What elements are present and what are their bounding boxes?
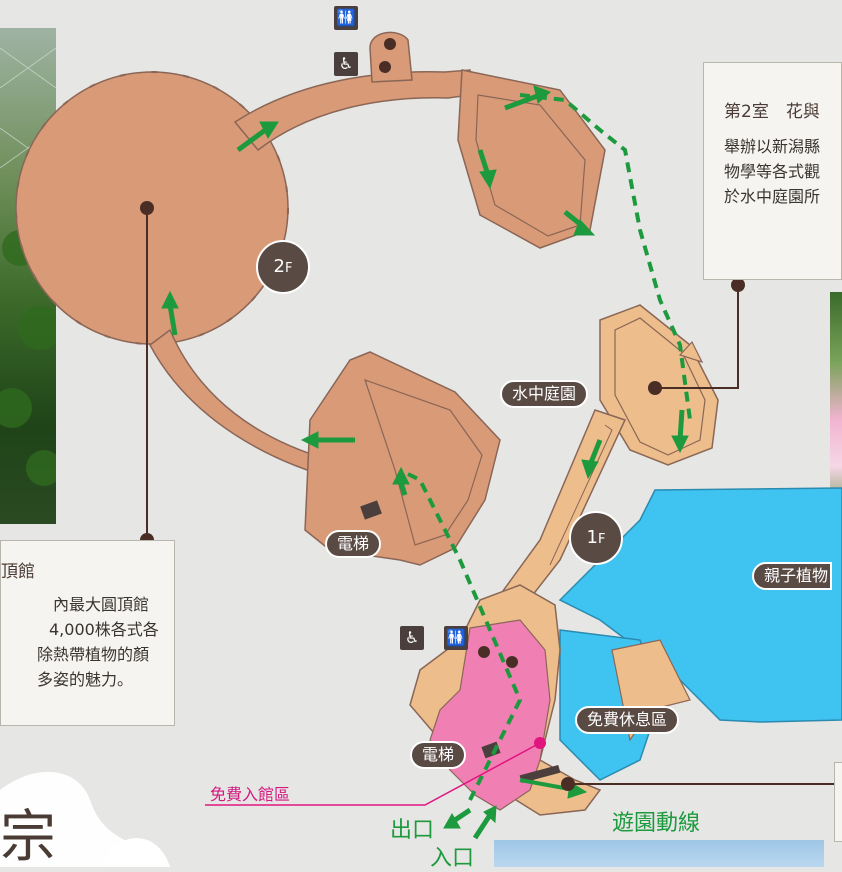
pin-dome bbox=[140, 201, 154, 215]
room2-line-3: 於水中庭園所 bbox=[724, 187, 821, 206]
room2-info-box: 第2室 花與 舉辦以新潟縣 物學等各式觀 於水中庭園所 bbox=[703, 62, 842, 280]
rest-area-info-box bbox=[834, 762, 842, 842]
corridor-2f-upper bbox=[233, 69, 471, 152]
pin-rest-area bbox=[561, 777, 575, 791]
free-entry-leader bbox=[205, 742, 541, 806]
room2-title: 第2室 花與 bbox=[724, 102, 820, 122]
elevator-icon-upper bbox=[360, 500, 382, 520]
restroom-icon: 🚻 bbox=[444, 626, 468, 650]
free-rest-area-label[interactable]: 免費休息區 bbox=[575, 706, 680, 734]
free-entry-zone-label: 免費入館區 bbox=[210, 785, 291, 804]
elevator-label-upper[interactable]: 電梯 bbox=[325, 530, 382, 558]
pin-room2-box bbox=[731, 278, 745, 292]
route-label: 遊園動線 bbox=[612, 811, 701, 836]
floor-1f-suffix: F bbox=[597, 532, 606, 547]
pin-leaders bbox=[146, 208, 842, 785]
dome-line-1: 內最大圓頂館 bbox=[53, 595, 150, 614]
wheelchair-icon: ♿ bbox=[334, 52, 358, 76]
family-plant-label[interactable]: 親子植物 bbox=[752, 562, 833, 590]
flower-photo bbox=[830, 292, 842, 524]
building-photo bbox=[494, 840, 824, 867]
dome-line-3: 除熱帶植物的顏 bbox=[37, 645, 150, 664]
dome-title: 頂館 bbox=[1, 562, 35, 582]
entrance-label: 入口 bbox=[430, 846, 475, 871]
water-garden-label[interactable]: 水中庭園 bbox=[500, 380, 589, 408]
exit-label: 出口 bbox=[390, 818, 435, 843]
floor-1f-badge: 1F bbox=[569, 511, 623, 565]
floor-2f-badge: 2F bbox=[256, 240, 310, 294]
route-arrows bbox=[161, 85, 689, 840]
floor-2f-suffix: F bbox=[284, 261, 293, 276]
room2-line-1: 舉辦以新潟縣 bbox=[724, 137, 821, 156]
floor-1f-number: 1 bbox=[586, 527, 598, 548]
dome-line-2: 4,000株各式各 bbox=[49, 620, 159, 639]
tour-route bbox=[399, 93, 692, 801]
wheelchair-icon: ♿ bbox=[400, 626, 424, 650]
dome-info-box: 頂館 內最大圓頂館 4,000株各式各 除熱帶植物的顏 多姿的魅力。 bbox=[0, 540, 175, 726]
floor-2f-number: 2 bbox=[273, 256, 285, 277]
room2-line-2: 物學等各式觀 bbox=[724, 162, 821, 181]
decor-character: 宗 bbox=[0, 805, 56, 870]
brush-decoration-2 bbox=[100, 838, 170, 867]
elevator-label-lower[interactable]: 電梯 bbox=[410, 741, 467, 769]
dome-line-4: 多姿的魅力。 bbox=[37, 670, 134, 689]
restroom-icon: 🚻 bbox=[334, 6, 358, 30]
pin-water-garden bbox=[648, 381, 662, 395]
